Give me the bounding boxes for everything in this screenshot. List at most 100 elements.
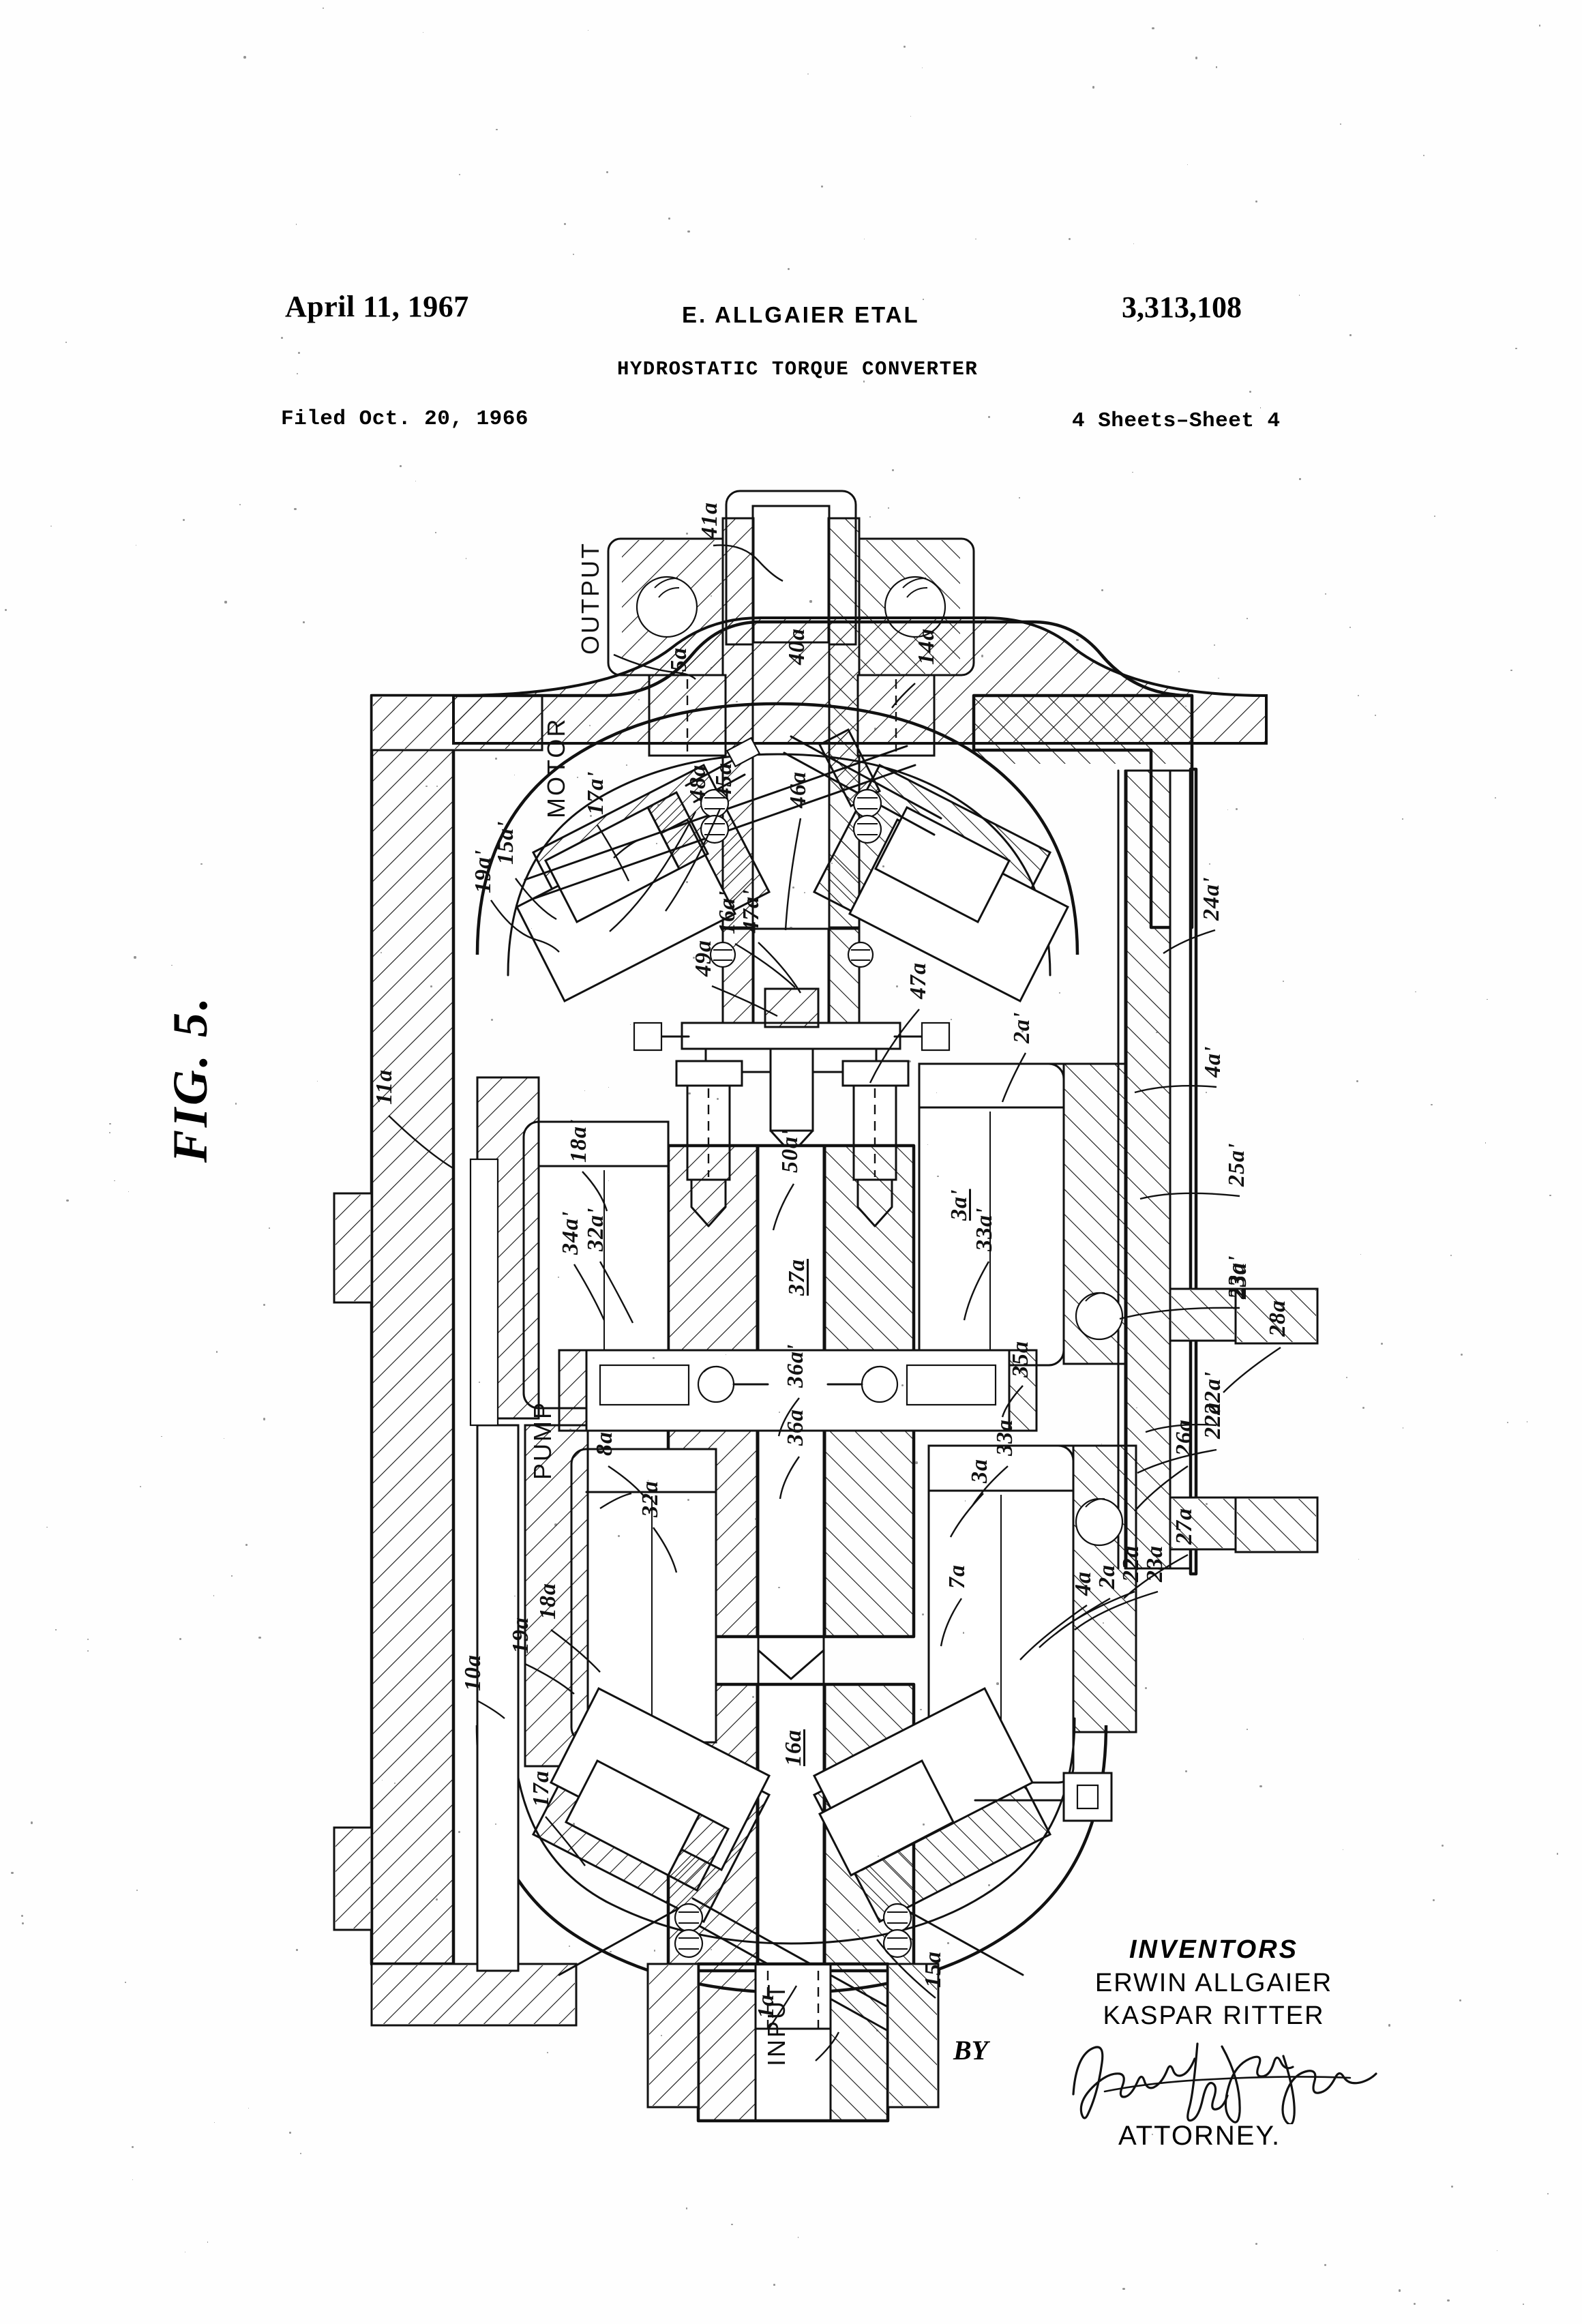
reference-numeral: 8a	[592, 1431, 617, 1456]
scan-speck	[638, 698, 640, 701]
scan-speck	[685, 880, 688, 884]
reference-numeral: 37a	[784, 1259, 809, 1296]
scan-speck	[1185, 705, 1186, 707]
scan-speck	[243, 55, 246, 59]
scan-speck	[1388, 2024, 1391, 2027]
scan-speck	[821, 185, 824, 188]
scan-speck	[910, 116, 912, 117]
scan-speck	[1325, 593, 1327, 595]
header-date: April 11, 1967	[285, 290, 469, 323]
attorney-signature	[1072, 2042, 1377, 2124]
scan-speck	[965, 1500, 966, 1502]
scan-speck	[577, 777, 578, 778]
scan-speck	[531, 927, 533, 929]
scan-speck	[1324, 2263, 1327, 2266]
reference-numeral: 33a'	[972, 1207, 997, 1251]
scan-speck	[207, 2241, 209, 2243]
scan-speck	[140, 1485, 142, 1487]
scan-speck	[1510, 669, 1512, 672]
scan-speck	[863, 238, 865, 240]
scan-speck	[1133, 243, 1135, 245]
scan-speck	[1021, 1030, 1024, 1033]
lower-right-seal-group	[974, 1772, 1113, 1822]
scan-speck	[1349, 334, 1352, 336]
scan-speck	[280, 336, 284, 339]
right-sleeve-stack	[1075, 767, 1237, 1576]
reference-numeral: 11a	[372, 1069, 397, 1105]
scan-speck	[1450, 2186, 1453, 2188]
scan-speck	[1460, 1353, 1463, 1356]
scan-speck	[792, 886, 795, 889]
scan-speck	[717, 1097, 719, 1100]
central-distributor-assembly	[633, 788, 951, 1155]
scan-speck	[809, 600, 812, 603]
scan-speck	[263, 1418, 265, 1420]
scan-speck	[736, 700, 738, 703]
reference-numeral: 35a	[1008, 1341, 1033, 1377]
scan-speck	[300, 2152, 301, 2154]
scan-speck	[1122, 2288, 1125, 2291]
scan-speck	[1484, 1142, 1487, 1144]
scan-speck	[588, 724, 591, 727]
scan-speck	[55, 1629, 57, 1630]
scan-speck	[1206, 1091, 1207, 1093]
reference-numeral: 17a	[528, 1770, 554, 1807]
scan-speck	[1255, 200, 1257, 203]
scan-speck	[1415, 991, 1416, 993]
reference-numeral: 15a'	[493, 820, 518, 865]
figure-word-label: PUMP	[528, 1400, 556, 1480]
scan-speck	[923, 299, 924, 300]
scan-speck	[751, 1695, 754, 1698]
scan-speck	[380, 952, 383, 953]
scan-speck	[711, 595, 713, 597]
scan-speck	[554, 1523, 557, 1526]
reference-numeral: 36a'	[783, 1343, 808, 1388]
scan-speck	[1092, 86, 1095, 89]
scan-speck	[857, 1929, 860, 1932]
figure-word-label: MOTOR	[542, 717, 570, 818]
scan-speck	[1514, 347, 1517, 350]
scan-speck	[1187, 164, 1189, 165]
scan-speck	[87, 1638, 89, 1641]
scan-speck	[874, 728, 877, 730]
scan-speck	[947, 1942, 949, 1944]
scan-speck	[1068, 238, 1071, 241]
reference-numeral: 23a	[1226, 1262, 1251, 1299]
scan-speck	[962, 1632, 964, 1634]
scan-speck	[66, 1199, 69, 1202]
scan-speck	[1259, 407, 1262, 408]
scan-speck	[608, 1086, 610, 1088]
scan-speck	[21, 1914, 24, 1917]
scan-speck	[436, 1898, 438, 1901]
reference-numeral: 5a	[666, 647, 691, 672]
reference-numeral: 48a	[685, 764, 711, 801]
reference-numeral: 33a	[992, 1419, 1017, 1456]
reference-numeral: 46a	[786, 771, 811, 808]
pump-cylinders-left	[476, 1076, 717, 1768]
scan-speck	[289, 2132, 291, 2134]
scan-speck	[1375, 715, 1377, 716]
scan-speck	[787, 268, 790, 271]
scan-speck	[400, 465, 402, 467]
scan-speck	[294, 508, 297, 511]
scan-speck	[235, 1103, 237, 1105]
scan-speck	[888, 507, 889, 509]
scan-speck	[951, 1019, 952, 1020]
scan-speck	[269, 1227, 270, 1229]
scan-speck	[258, 1637, 261, 1639]
scan-speck	[589, 815, 592, 818]
scan-speck	[687, 1498, 690, 1501]
scan-speck	[773, 2283, 775, 2286]
reference-numeral: 18a'	[566, 1118, 591, 1163]
scan-speck	[670, 741, 673, 743]
scan-speck	[1486, 998, 1488, 1000]
scan-speck	[494, 1823, 497, 1826]
scan-speck	[546, 2051, 548, 2053]
scan-speck	[322, 7, 325, 10]
scan-speck	[239, 503, 241, 505]
scan-speck	[1547, 2192, 1549, 2194]
scan-speck	[779, 1412, 781, 1414]
scan-speck	[1152, 27, 1154, 30]
scan-speck	[688, 1092, 691, 1095]
